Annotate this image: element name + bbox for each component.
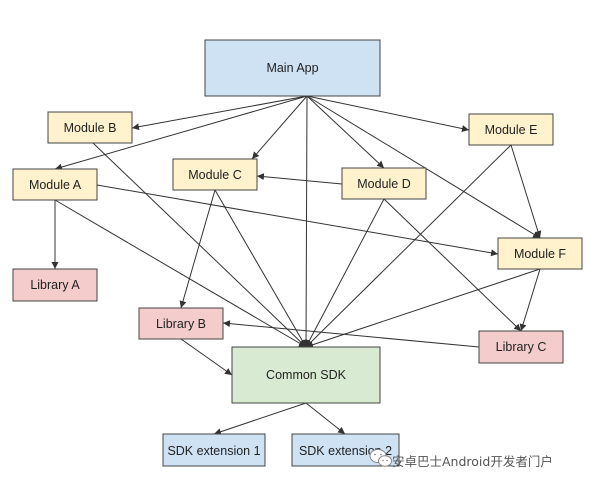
edge-main-app-to-module-e <box>306 95 470 132</box>
edge-library-b-to-common-sdk <box>180 338 233 376</box>
edges-layer <box>51 95 542 436</box>
node-label: Library A <box>30 278 80 292</box>
node-library-a: Library A <box>12 268 98 302</box>
edge-main-app-to-module-b <box>131 95 308 131</box>
node-library-b: Library B <box>138 307 224 340</box>
node-label: Common SDK <box>266 368 347 382</box>
node-module-e: Module E <box>468 113 554 146</box>
edge-module-d-to-module-c <box>256 173 343 185</box>
edge-main-app-to-module-a <box>54 95 308 171</box>
edge-module-e-to-common-sdk <box>305 144 512 348</box>
edge-module-d-to-library-c <box>383 198 522 332</box>
node-label: Main App <box>266 61 318 75</box>
watermark-text: 安卓巴士Android开发者门户 <box>392 454 553 469</box>
edge-library-c-to-library-b <box>222 320 480 348</box>
node-library-c: Library C <box>478 330 564 364</box>
edge-module-e-to-module-f <box>510 144 542 239</box>
edge-module-d-to-common-sdk <box>305 198 385 348</box>
node-module-a: Module A <box>12 168 98 201</box>
node-label: Module E <box>485 123 538 137</box>
node-label: Module D <box>357 177 411 191</box>
node-module-b: Module B <box>47 111 133 144</box>
node-main-app: Main App <box>204 39 381 97</box>
watermark: 安卓巴士Android开发者门户 <box>369 449 553 469</box>
edge-module-c-to-common-sdk <box>214 189 307 348</box>
node-label: Module F <box>514 247 566 261</box>
wechat-icon <box>369 449 392 467</box>
node-module-f: Module F <box>497 237 583 270</box>
edge-main-app-to-module-f <box>306 95 541 239</box>
edge-main-app-to-module-c <box>251 95 308 160</box>
edge-module-a-to-module-f <box>96 184 499 257</box>
edge-common-sdk-to-sdk-ext-1 <box>213 402 307 436</box>
node-label: SDK extension 1 <box>167 444 260 458</box>
edge-main-app-to-module-d <box>306 95 385 169</box>
node-label: Module B <box>64 121 117 135</box>
node-module-c: Module C <box>172 158 258 191</box>
node-label: Module A <box>29 178 82 192</box>
edge-module-c-to-library-b <box>179 189 216 309</box>
node-label: Module C <box>188 168 242 182</box>
edge-module-a-to-common-sdk <box>54 199 307 348</box>
edge-common-sdk-to-sdk-ext-2 <box>305 402 346 435</box>
node-module-d: Module D <box>341 167 427 200</box>
node-label: Library C <box>496 340 547 354</box>
edge-module-f-to-library-c <box>519 268 541 332</box>
node-common-sdk: Common SDK <box>231 346 381 404</box>
node-label: SDK extension 2 <box>299 444 392 458</box>
node-label: Library B <box>156 317 206 331</box>
node-sdk-extension-1: SDK extension 1 <box>162 433 266 467</box>
